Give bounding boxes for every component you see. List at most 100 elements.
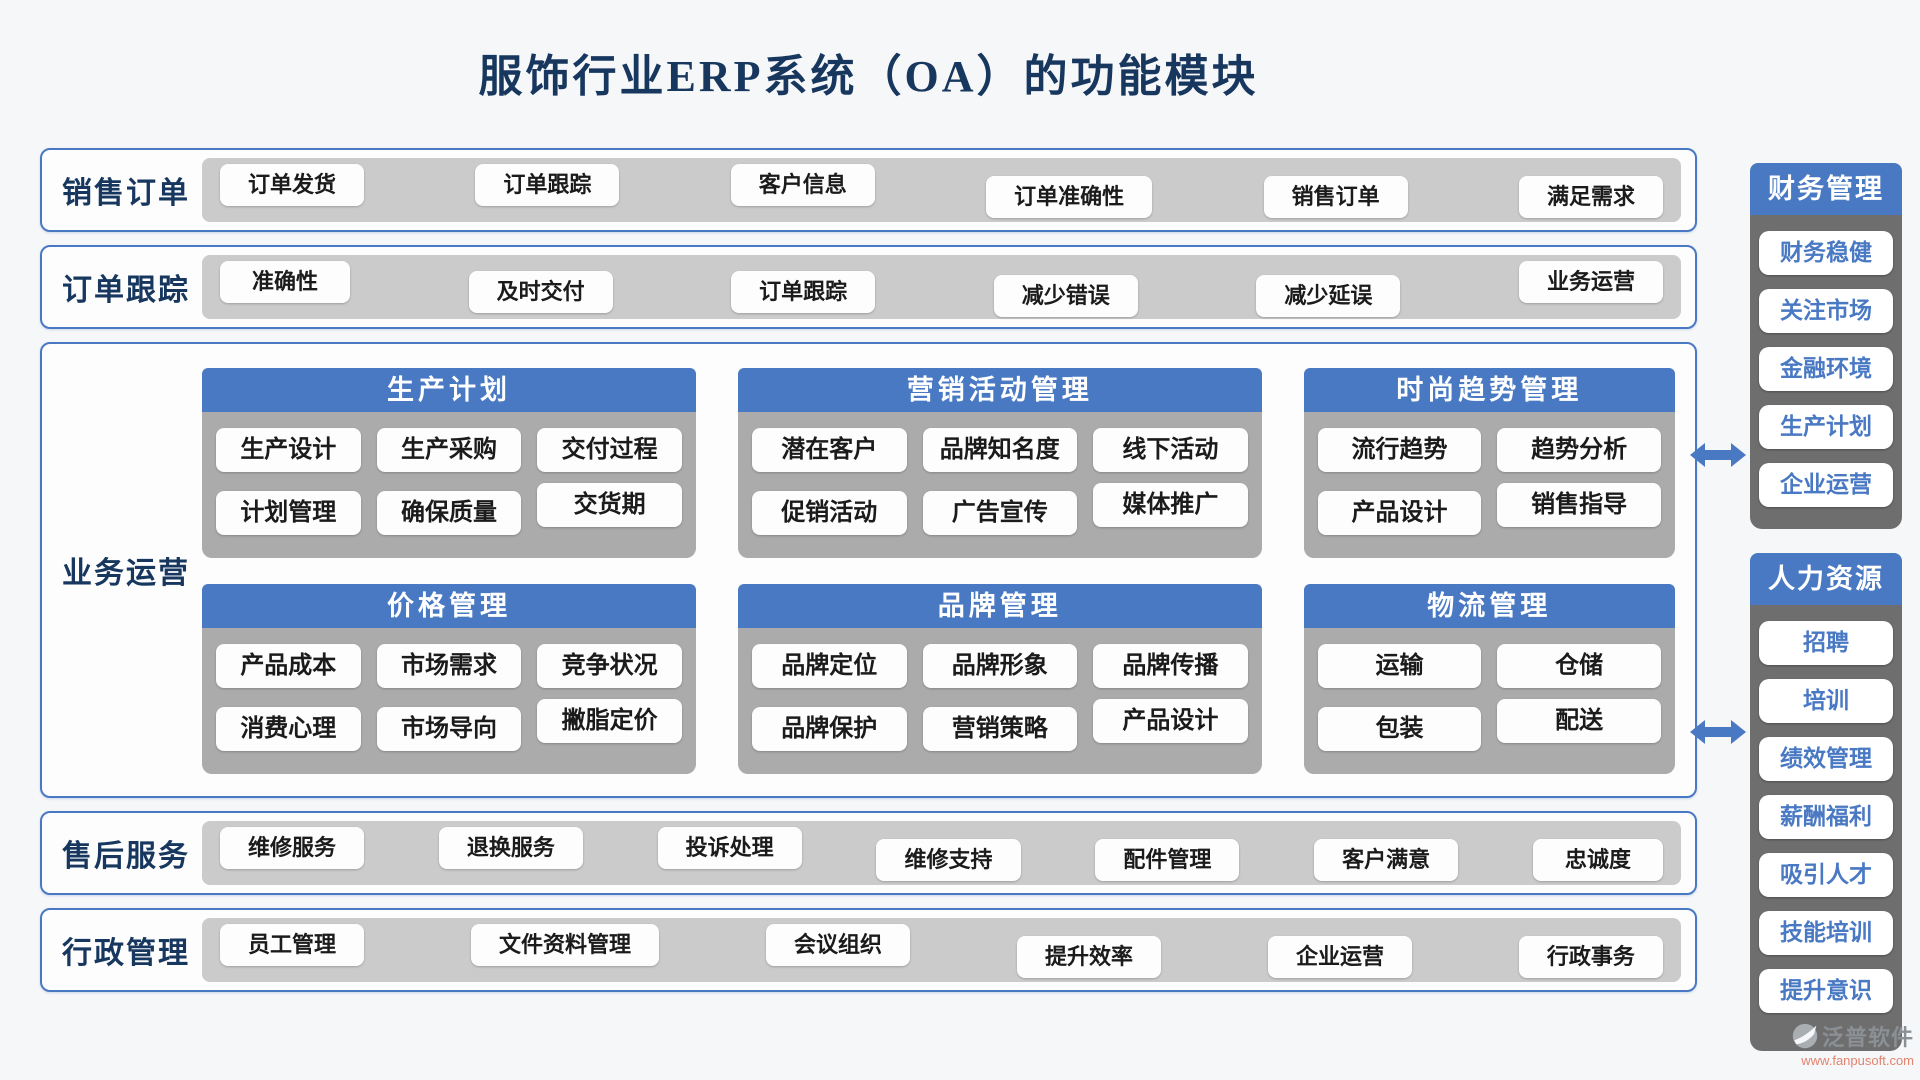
panel-finance: 财务管理 财务稳健 关注市场 金融环境 生产计划 企业运营: [1750, 163, 1902, 529]
submodule-chip: 市场导向: [376, 707, 522, 751]
section-label: 售后服务: [62, 840, 190, 873]
submodule-chip: 品牌传播: [1093, 644, 1248, 688]
section-label: 业务运营: [62, 557, 190, 590]
submodule-chip: 趋势分析: [1497, 428, 1662, 472]
module-chip: 员工管理: [220, 924, 365, 966]
module-chip: 订单跟踪: [731, 271, 876, 313]
section-order-tracking: 订单跟踪 准确性 及时交付 订单跟踪 减少错误 减少延误 业务运营: [40, 245, 1697, 329]
card-row: 运输 仓储: [1317, 644, 1662, 688]
card-row: 计划管理 确保质量 交货期: [216, 483, 682, 535]
submodule-chip: 配送: [1497, 699, 1662, 743]
submodule-chip: 生产设计: [216, 428, 361, 472]
submodule-chip: 广告宣传: [922, 491, 1078, 535]
submodule-chip: 流行趋势: [1317, 428, 1482, 472]
card-body: 流行趋势 趋势分析 产品设计 销售指导: [1303, 412, 1675, 558]
business-cards-grid: 生产计划 生产设计 生产采购 交付过程 计划管理 确保质量 交货期: [202, 368, 1675, 774]
module-chip: 减少延误: [1256, 275, 1401, 317]
submodule-chip: 生产采购: [376, 428, 522, 472]
submodule-chip: 品牌定位: [751, 644, 907, 688]
submodule-chip: 品牌保护: [751, 707, 907, 751]
panel-title: 人力资源: [1750, 553, 1902, 605]
card-body: 生产设计 生产采购 交付过程 计划管理 确保质量 交货期: [202, 412, 696, 558]
section-label: 行政管理: [62, 937, 190, 970]
sidebar-item: 企业运营: [1759, 463, 1893, 507]
card-body: 运输 仓储 包装 配送: [1303, 628, 1675, 774]
submodule-chip: 市场需求: [376, 644, 522, 688]
card-row: 产品成本 市场需求 竞争状况: [216, 644, 682, 688]
card-row: 品牌保护 营销策略 产品设计: [751, 699, 1248, 751]
module-chip: 订单跟踪: [475, 164, 620, 206]
card-title: 营销活动管理: [737, 368, 1262, 412]
card-row: 生产设计 生产采购 交付过程: [216, 428, 682, 472]
module-chip: 满足需求: [1518, 176, 1663, 218]
sidebar-item: 吸引人才: [1759, 853, 1893, 897]
submodule-chip: 产品设计: [1093, 699, 1248, 743]
card-row: 潜在客户 品牌知名度 线下活动: [751, 428, 1248, 472]
submodule-chip: 销售指导: [1497, 483, 1662, 527]
sidebar-item: 薪酬福利: [1759, 795, 1893, 839]
panel-body: 招聘 培训 绩效管理 薪酬福利 吸引人才 技能培训 提升意识: [1750, 605, 1902, 1051]
brand-name: 泛普软件: [1821, 1025, 1914, 1050]
admin-band: 员工管理 文件资料管理 会议组织 提升效率 企业运营 行政事务: [202, 918, 1681, 982]
card-price-management: 价格管理 产品成本 市场需求 竞争状况 消费心理 市场导向 撇脂定价: [202, 584, 696, 774]
sidebar-item: 培训: [1759, 679, 1893, 723]
submodule-chip: 运输: [1317, 644, 1482, 688]
module-chip: 行政事务: [1518, 936, 1663, 978]
card-title: 品牌管理: [737, 584, 1262, 628]
card-row: 消费心理 市场导向 撇脂定价: [216, 699, 682, 751]
submodule-chip: 营销策略: [922, 707, 1078, 751]
card-row: 品牌定位 品牌形象 品牌传播: [751, 644, 1248, 688]
diagram-main-column: 销售订单 订单发货 订单跟踪 客户信息 订单准确性 销售订单 满足需求 订单跟踪…: [40, 148, 1697, 1005]
module-chip: 维修支持: [876, 839, 1021, 881]
module-chip: 退换服务: [438, 827, 583, 869]
card-marketing-activities: 营销活动管理 潜在客户 品牌知名度 线下活动 促销活动 广告宣传 媒体推广: [737, 368, 1262, 558]
card-row: 产品设计 销售指导: [1317, 483, 1662, 535]
card-logistics-management: 物流管理 运输 仓储 包装 配送: [1303, 584, 1675, 774]
module-chip: 订单准确性: [986, 176, 1153, 218]
submodule-chip: 潜在客户: [751, 428, 907, 472]
card-production-planning: 生产计划 生产设计 生产采购 交付过程 计划管理 确保质量 交货期: [202, 368, 696, 558]
section-label: 订单跟踪: [62, 274, 190, 307]
submodule-chip: 包装: [1317, 707, 1482, 751]
module-chip: 业务运营: [1518, 261, 1663, 303]
submodule-chip: 媒体推广: [1093, 483, 1248, 527]
card-brand-management: 品牌管理 品牌定位 品牌形象 品牌传播 品牌保护 营销策略 产品设计: [737, 584, 1262, 774]
sidebar-item: 技能培训: [1759, 911, 1893, 955]
section-administration: 行政管理 员工管理 文件资料管理 会议组织 提升效率 企业运营 行政事务: [40, 908, 1697, 992]
submodule-chip: 消费心理: [216, 707, 361, 751]
brand-logo-icon: [1792, 1023, 1818, 1049]
card-row: 包装 配送: [1317, 699, 1662, 751]
sales-band: 订单发货 订单跟踪 客户信息 订单准确性 销售订单 满足需求: [202, 158, 1681, 222]
submodule-chip: 撇脂定价: [537, 699, 682, 743]
module-chip: 投诉处理: [657, 827, 802, 869]
module-chip: 提升效率: [1016, 936, 1161, 978]
submodule-chip: 交付过程: [537, 428, 682, 472]
module-chip: 减少错误: [993, 275, 1138, 317]
module-chip: 订单发货: [220, 164, 365, 206]
card-fashion-trends: 时尚趋势管理 流行趋势 趋势分析 产品设计 销售指导: [1303, 368, 1675, 558]
panel-body: 财务稳健 关注市场 金融环境 生产计划 企业运营: [1750, 215, 1902, 529]
brand-watermark: 泛普软件 www.fanpusoft.com: [1792, 1020, 1914, 1068]
card-row: 促销活动 广告宣传 媒体推广: [751, 483, 1248, 535]
submodule-chip: 计划管理: [216, 491, 361, 535]
module-chip: 会议组织: [765, 924, 910, 966]
sidebar-item: 绩效管理: [1759, 737, 1893, 781]
card-title: 时尚趋势管理: [1303, 368, 1675, 412]
card-title: 生产计划: [202, 368, 696, 412]
section-business-operations: 业务运营 生产计划 生产设计 生产采购 交付过程 计划管理 确保质量 交货期: [40, 342, 1697, 798]
section-after-sales: 售后服务 维修服务 退换服务 投诉处理 维修支持 配件管理 客户满意 忠诚度: [40, 811, 1697, 895]
module-chip: 维修服务: [220, 827, 365, 869]
submodule-chip: 线下活动: [1093, 428, 1248, 472]
brand-website: www.fanpusoft.com: [1801, 1053, 1914, 1068]
module-chip: 客户满意: [1314, 839, 1459, 881]
module-chip: 配件管理: [1095, 839, 1240, 881]
submodule-chip: 确保质量: [376, 491, 522, 535]
submodule-chip: 交货期: [537, 483, 682, 527]
card-body: 潜在客户 品牌知名度 线下活动 促销活动 广告宣传 媒体推广: [737, 412, 1262, 558]
sidebar-item: 关注市场: [1759, 289, 1893, 333]
submodule-chip: 促销活动: [751, 491, 907, 535]
double-arrow-icon: [1690, 443, 1746, 467]
double-arrow-icon: [1690, 720, 1746, 744]
submodule-chip: 产品设计: [1317, 491, 1482, 535]
